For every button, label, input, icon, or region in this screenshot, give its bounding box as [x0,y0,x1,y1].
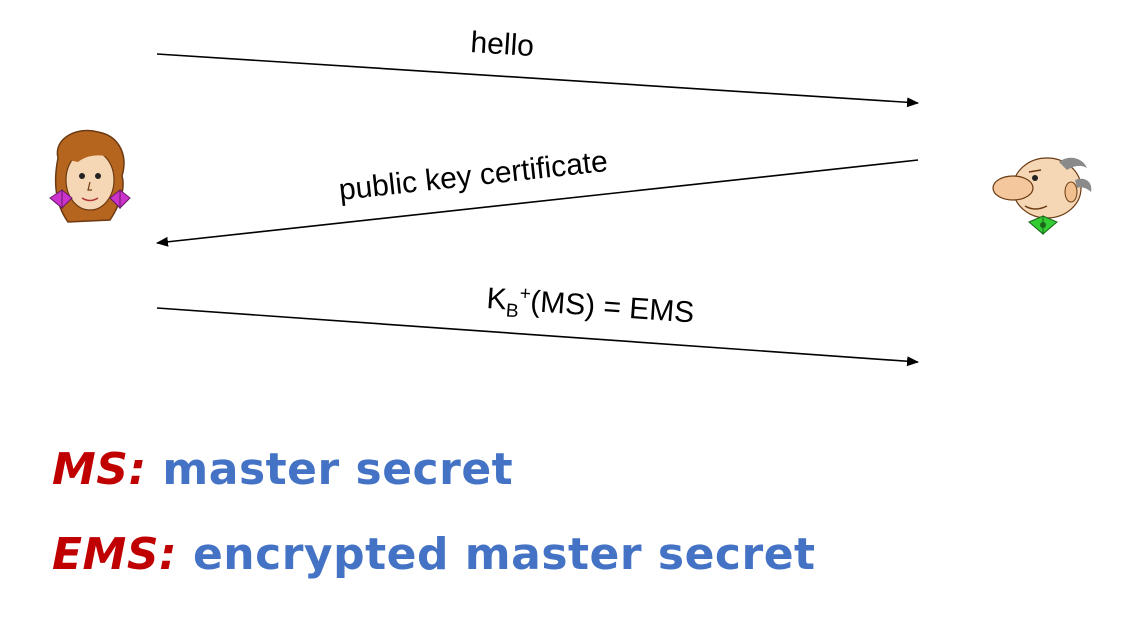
message-label-hello: hello [470,26,535,63]
legend-term-ems: EMS: [52,529,178,580]
message-arrow-hello [156,53,919,108]
legend-definition-ms: master secret [162,444,514,495]
key-subscript: B [505,300,519,322]
alice-icon [49,129,131,223]
key-superscript: + [519,283,532,305]
legend-definition-ems: encrypted master secret [192,529,816,580]
message-label-ems: KB+(MS) = EMS [485,281,695,334]
legend-term-ms: MS: [52,444,147,495]
bob-icon [992,157,1092,236]
key-operation: (MS) = EMS [529,285,695,329]
message-arrow-certificate [156,159,919,247]
key-symbol: K [486,282,508,316]
legend-ems: EMS: encrypted master secret [52,529,816,580]
message-arrow-ems [156,307,919,367]
legend-ms: MS: master secret [52,444,513,495]
